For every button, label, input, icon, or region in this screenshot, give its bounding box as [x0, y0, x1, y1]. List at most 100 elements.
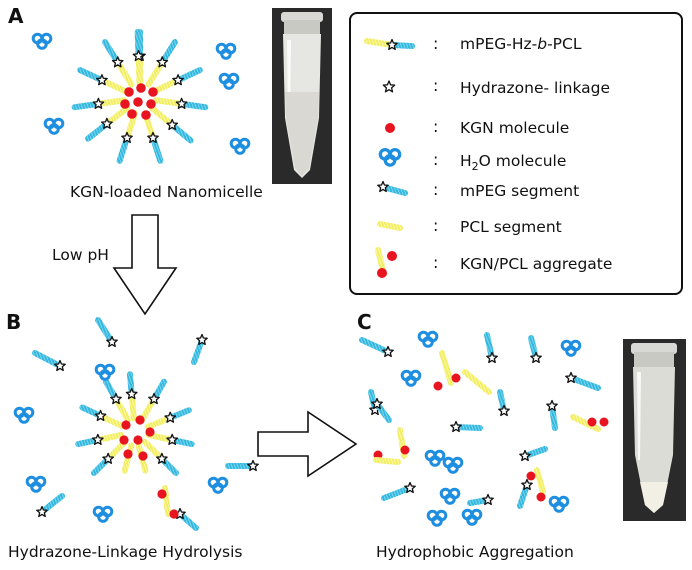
- hydrazone-star-icon: [371, 397, 383, 410]
- panel-a-caption: KGN-loaded Nanomicelle: [70, 183, 263, 201]
- kgn-molecule-dot: [135, 415, 145, 425]
- mpeg-segment: [380, 184, 408, 196]
- pcl-segment: [373, 457, 401, 465]
- hydrazone-star-icon: [546, 399, 558, 412]
- legend-colon: :: [433, 216, 439, 235]
- hydrazone-star-icon: [377, 180, 389, 193]
- kgn-molecule-dot: [387, 251, 397, 261]
- legend-colon: :: [433, 253, 439, 272]
- hydrazone-star-icon: [156, 56, 169, 68]
- panel-letter-b: B: [6, 310, 22, 334]
- hydrazone-star-icon: [450, 420, 462, 433]
- hydrazone-star-icon: [101, 117, 113, 129]
- mpeg-segment-free: [497, 389, 510, 417]
- hydrazone-star-icon: [486, 351, 498, 364]
- panel-a-micelle: [31, 29, 251, 164]
- kgn-molecule-dot: [141, 110, 151, 120]
- legend-label-hydrazone: Hydrazone- linkage: [460, 79, 611, 97]
- mpeg-segment-free: [36, 493, 65, 518]
- hydrazone-star-icon: [110, 392, 122, 405]
- kgn-molecule-dot: [433, 381, 443, 391]
- hydrazone-star-icon: [404, 481, 416, 494]
- panel-c-aggregation: [359, 330, 609, 527]
- copolymer-chain: [149, 105, 194, 144]
- kgn-molecule-dot: [146, 99, 156, 109]
- pcl-segment: [144, 414, 174, 430]
- pcl-segment: [141, 438, 165, 462]
- pcl-segment: [98, 77, 129, 95]
- pcl-segment: [97, 412, 126, 430]
- hydrazone-star-icon: [519, 449, 531, 462]
- hydrazone-star-icon: [521, 478, 533, 491]
- mpeg-segment: [549, 403, 558, 431]
- hydrazone-star-icon: [36, 505, 48, 518]
- mpeg-segment-free: [519, 446, 548, 462]
- legend-label-copolymer: mPEG-Hz-b-PCL: [460, 35, 582, 53]
- panel-b-caption: Hydrazone-Linkage Hydrolysis: [8, 543, 243, 561]
- water-molecule-icon: [92, 505, 114, 523]
- kgn-molecule-dot: [133, 435, 143, 445]
- mpeg-segment: [568, 375, 601, 391]
- kgn-molecule-dot: [526, 471, 536, 481]
- pcl-segment: [128, 391, 137, 422]
- legend-label-pcl: PCL segment: [460, 218, 562, 236]
- legend-colon: :: [433, 150, 439, 169]
- mpeg-segment: [102, 39, 121, 66]
- water-molecule-icon: [442, 456, 464, 474]
- pcl-segment: [534, 467, 546, 495]
- copolymer-chain: [141, 110, 164, 164]
- copolymer-chain: [77, 67, 129, 95]
- mpeg-segment: [39, 493, 65, 515]
- copolymer-chain: [79, 404, 126, 430]
- kgn-molecule-dot: [377, 268, 387, 278]
- copolymer-chain: [145, 431, 195, 448]
- pcl-segment: [462, 369, 492, 395]
- legend-label-mpeg: mPEG segment: [460, 182, 580, 200]
- water-molecule-icon: [426, 509, 448, 527]
- hydrazone-star-icon: [91, 433, 104, 445]
- legend-label-aggregate: KGN/PCL aggregate: [460, 255, 613, 273]
- mpeg-segment-free: [359, 337, 394, 358]
- hydrazone-star-icon: [54, 359, 66, 372]
- copolymer-chain: [116, 110, 139, 164]
- mpeg-segment-free: [565, 371, 601, 391]
- kgn-molecule-dot: [123, 449, 133, 459]
- pcl-segment: [149, 105, 176, 128]
- hydrazone-star-icon: [382, 345, 394, 358]
- copolymer-chain: [152, 97, 209, 111]
- hydrazone-star-icon: [196, 333, 208, 346]
- legend-box: [349, 12, 683, 295]
- hydrazone-star-icon: [102, 452, 115, 464]
- mpeg-segment-free: [191, 333, 208, 365]
- copolymer-chain: [102, 39, 135, 88]
- mpeg-segment-free: [517, 478, 533, 509]
- mpeg-segment-free: [381, 481, 416, 501]
- pcl-segment: [105, 438, 129, 462]
- copolymer-chain: [125, 371, 138, 422]
- kgn-molecule-dot: [169, 509, 179, 519]
- hydrazone-star-icon: [155, 452, 168, 464]
- mpeg-segment-free: [450, 420, 483, 433]
- water-molecule-icon: [215, 42, 237, 60]
- copolymer-chain: [139, 378, 167, 423]
- pcl-segment: [377, 221, 403, 231]
- mpeg-segment: [178, 100, 209, 111]
- pcl-segment: [151, 77, 182, 95]
- mpeg-segment-free: [95, 317, 118, 348]
- kgn-molecule-dot: [138, 451, 148, 461]
- water-molecule-icon: [461, 508, 483, 526]
- copolymer-chain: [71, 97, 128, 111]
- mpeg-segment-free: [467, 493, 494, 506]
- kgn-molecule-dot: [120, 99, 130, 109]
- microcentrifuge-tube-with-sediment: [623, 339, 686, 521]
- mpeg-segment-free: [225, 459, 259, 472]
- hydrazone-star-icon: [111, 56, 124, 68]
- hydrazone-star-icon: [106, 335, 118, 348]
- legend-label-water: H2O molecule: [460, 152, 567, 174]
- mpeg-segment-free: [371, 397, 392, 423]
- hydrazone-star-icon: [94, 409, 107, 422]
- copolymer-chain: [132, 29, 145, 86]
- arrow-label: Low pH: [52, 246, 109, 264]
- mpeg-segment: [71, 100, 102, 111]
- hydrazone-star-icon: [96, 74, 108, 86]
